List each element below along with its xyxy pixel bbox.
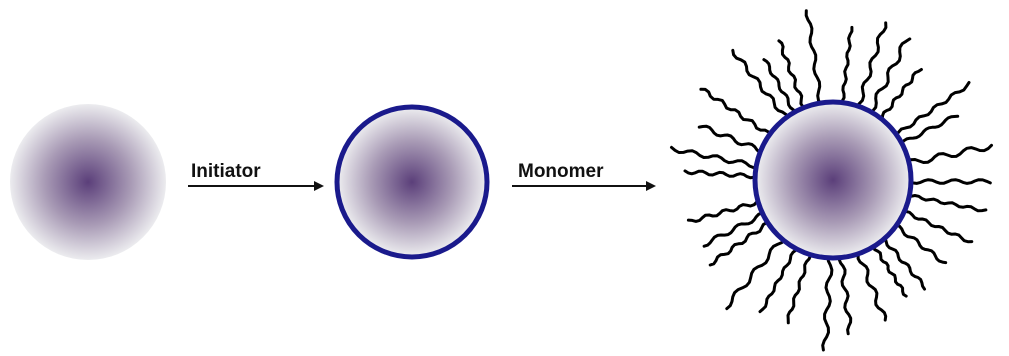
polymer-chain xyxy=(708,219,776,267)
polymer-chain xyxy=(758,241,800,314)
polymer-chain xyxy=(903,178,992,185)
polymer-chain xyxy=(702,211,771,248)
polymer-chain xyxy=(804,9,825,111)
polymer-chain xyxy=(839,25,854,110)
polymer-chain xyxy=(697,124,768,155)
initiator-shell-ring xyxy=(752,99,914,261)
polymer-chain xyxy=(762,58,799,119)
polymer-chain xyxy=(856,245,888,322)
polymer-chain xyxy=(853,21,888,113)
polymer-chain xyxy=(875,68,923,125)
nanoparticle-core xyxy=(756,103,910,257)
initiator-shell-ring xyxy=(334,104,490,260)
polymer-chain xyxy=(888,222,948,265)
polymer-chain xyxy=(777,39,810,114)
monomer-label: Monomer xyxy=(518,161,604,182)
bare-nanoparticle xyxy=(10,104,166,260)
polymer-chain xyxy=(683,169,763,180)
polymer-chain xyxy=(725,233,789,311)
polymer-chain xyxy=(878,233,926,291)
polymer-chain xyxy=(870,239,908,298)
nanoparticle-core xyxy=(338,108,486,256)
polymer-chain xyxy=(837,250,853,336)
polymer-chain xyxy=(670,145,764,170)
polymer-chain xyxy=(902,192,988,213)
initiator-step: Initiator xyxy=(188,161,324,191)
polymer-chain xyxy=(902,143,993,167)
initiator-label: Initiator xyxy=(191,161,261,182)
polymer-chain xyxy=(895,114,960,149)
polymer-brush xyxy=(670,9,993,352)
nanoparticle-core xyxy=(10,104,166,260)
polymer-chain xyxy=(731,48,790,125)
polymer-chain xyxy=(821,250,834,352)
functionalized-nanoparticle xyxy=(334,104,490,260)
polymer-chain xyxy=(890,81,971,141)
polymer-chain xyxy=(699,87,775,142)
grafted-nanoparticle xyxy=(670,9,993,352)
monomer-step: Monomer xyxy=(512,161,656,191)
polymer-chain xyxy=(686,198,766,223)
polymer-chain xyxy=(896,208,974,244)
polymer-chain xyxy=(786,246,812,325)
polymer-chain xyxy=(863,37,912,118)
